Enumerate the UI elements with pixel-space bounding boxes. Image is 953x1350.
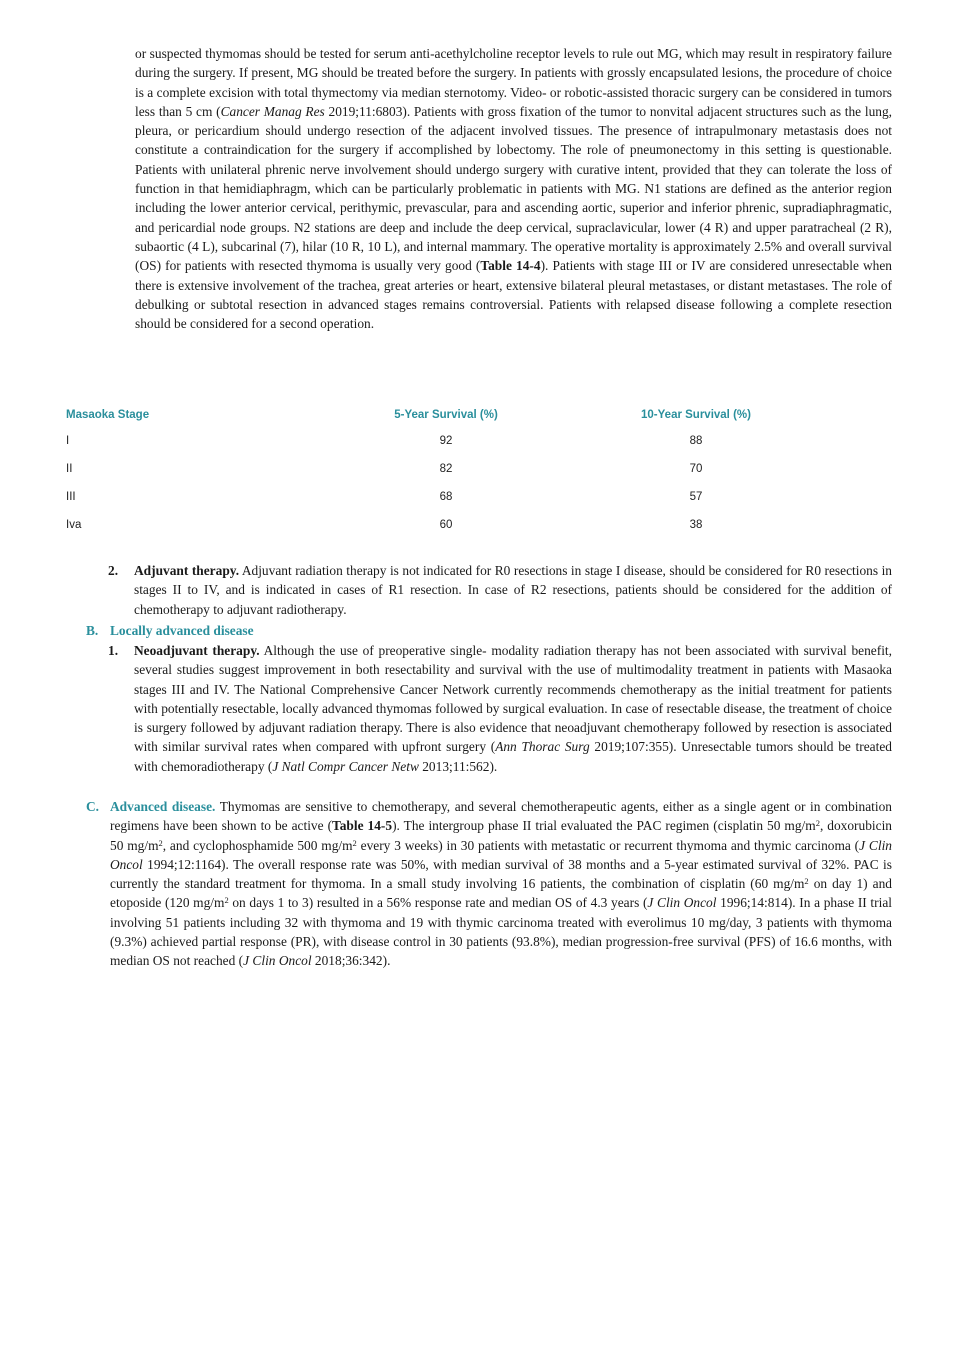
stage-cell: Iva bbox=[66, 519, 82, 531]
section-advanced-disease: C. Advanced disease. Thymomas are sensit… bbox=[86, 797, 892, 971]
intro-text-3: ). Patients with stage III or IV are con… bbox=[135, 258, 893, 332]
five-year-cell: 92 bbox=[439, 435, 453, 447]
superscript: 2 bbox=[804, 876, 809, 887]
header-stage: Masaoka Stage bbox=[66, 409, 150, 421]
section-heading: Advanced disease. bbox=[110, 799, 216, 814]
table-row: III 68 57 bbox=[66, 483, 826, 511]
item-text: Adjuvant radiation therapy is not indica… bbox=[134, 563, 892, 617]
citation-journal: Cancer Manag Res bbox=[220, 103, 325, 119]
item-title: Adjuvant therapy. bbox=[134, 563, 240, 578]
five-year-cell: 60 bbox=[439, 519, 453, 531]
section-heading: Locally advanced disease bbox=[110, 623, 254, 638]
item-text-1: Although the use of preoperative single-… bbox=[134, 643, 892, 755]
table-reference: Table 14-5 bbox=[332, 818, 393, 834]
table-row: I 92 88 bbox=[66, 427, 826, 455]
stage-cell: II bbox=[66, 463, 73, 475]
stage-cell: III bbox=[66, 491, 76, 503]
table-reference: Table 14-4 bbox=[480, 258, 541, 274]
section-text: 2018;36:342). bbox=[311, 953, 391, 969]
section-text: ). The intergroup phase II trial evaluat… bbox=[392, 818, 816, 834]
superscript: 2 bbox=[224, 895, 229, 906]
citation-journal: J Clin Oncol bbox=[110, 837, 892, 872]
superscript: 2 bbox=[158, 837, 163, 848]
section-text: Thymomas are sensitive to chemotherapy, … bbox=[110, 799, 892, 834]
intro-paragraph: or suspected thymomas should be tested f… bbox=[135, 44, 892, 333]
citation-journal: J Natl Compr Cancer Netw bbox=[272, 758, 419, 774]
item-title: Neoadjuvant therapy. bbox=[134, 643, 260, 658]
adjuvant-therapy-item: 2. Adjuvant therapy. Adjuvant radiation … bbox=[108, 561, 892, 619]
section-text: every 3 weeks) in 30 patients with metas… bbox=[356, 837, 860, 853]
five-year-cell: 68 bbox=[439, 491, 453, 503]
section-locally-advanced: B. Locally advanced disease bbox=[86, 621, 892, 640]
citation-journal: J Clin Oncol bbox=[243, 953, 312, 969]
section-text: on day 1) and etoposide (120 mg/m bbox=[110, 876, 892, 911]
table-header-row: Masaoka Stage 5-Year Survival (%) 10-Yea… bbox=[66, 403, 826, 427]
table-row: Iva 60 38 bbox=[66, 511, 826, 539]
item-number: 2. bbox=[108, 563, 119, 578]
intro-text-1: or suspected thymomas should be tested f… bbox=[135, 46, 892, 119]
section-text: , doxorubicin 50 mg/m bbox=[110, 818, 892, 853]
superscript: 2 bbox=[352, 837, 357, 848]
section-text: 1994;12:1164). The overall response rate… bbox=[110, 856, 892, 892]
section-text: on days 1 to 3) resulted in a 56% respon… bbox=[228, 895, 648, 911]
table-row: II 82 70 bbox=[66, 455, 826, 483]
ten-year-cell: 38 bbox=[689, 519, 703, 531]
neoadjuvant-therapy-item: 1. Neoadjuvant therapy. Although the use… bbox=[108, 641, 892, 776]
section-text: 1996;14:814). In a phase II trial involv… bbox=[110, 895, 892, 969]
item-text-2: 2019;107:355). Unresectable tumors shoul… bbox=[134, 739, 892, 774]
ten-year-cell: 88 bbox=[689, 435, 703, 447]
header-ten-year: 10-Year Survival (%) bbox=[641, 409, 751, 421]
intro-text-2: 2019;11:6803). Patients with gross fixat… bbox=[135, 103, 893, 274]
five-year-cell: 82 bbox=[439, 463, 453, 475]
section-letter: C. bbox=[86, 799, 100, 814]
ten-year-cell: 57 bbox=[689, 491, 703, 503]
survival-table: Masaoka Stage 5-Year Survival (%) 10-Yea… bbox=[66, 403, 826, 539]
header-five-year: 5-Year Survival (%) bbox=[394, 409, 498, 421]
ten-year-cell: 70 bbox=[689, 463, 703, 475]
superscript: 2 bbox=[815, 818, 820, 829]
item-number: 1. bbox=[108, 643, 119, 658]
citation-journal: J Clin Oncol bbox=[647, 895, 717, 911]
citation-journal: Ann Thorac Surg bbox=[495, 739, 590, 755]
item-text-3: 2013;11:562). bbox=[418, 758, 498, 774]
section-letter: B. bbox=[86, 623, 99, 638]
section-text: , and cyclophosphamide 500 mg/m bbox=[162, 837, 353, 853]
stage-cell: I bbox=[66, 435, 70, 447]
